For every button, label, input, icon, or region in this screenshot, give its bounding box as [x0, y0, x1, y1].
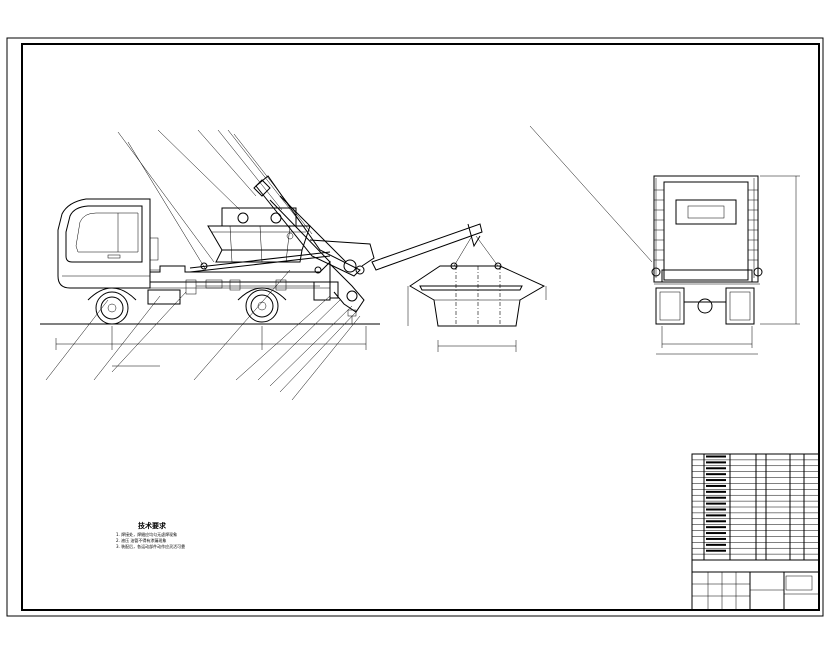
- parts-list-entry-mark: [706, 496, 726, 499]
- rear-wheel: [245, 289, 279, 323]
- parts-list-entry-mark: [706, 484, 726, 487]
- parts-list-entry-mark: [706, 479, 726, 482]
- truck-chassis: [149, 260, 331, 283]
- parts-list-entry-mark: [706, 508, 726, 511]
- skip-container-view: [371, 223, 547, 352]
- title-block: [691, 453, 820, 611]
- parts-list-entry-mark: [706, 514, 726, 517]
- note-line-2: 2. 液压 油管不得有渗漏现象: [116, 537, 166, 543]
- skip-container-loaded: [207, 225, 311, 251]
- parts-list-entry-mark: [706, 543, 726, 546]
- truck-rear-view: [529, 125, 800, 355]
- notes-title: 技术要求: [138, 521, 167, 530]
- parts-list-entry-mark: [706, 461, 726, 464]
- skip-body: [409, 265, 546, 327]
- parts-list-entry-mark: [706, 532, 726, 535]
- note-line-3: 3. 装配后，各运动部件动作应灵活可靠: [116, 543, 185, 549]
- parts-list-entry-mark: [706, 467, 726, 470]
- outer-border: [6, 37, 824, 617]
- parts-list-entry-mark: [706, 473, 726, 476]
- parts-list-entry-mark: [706, 537, 726, 540]
- parts-list-entry-mark: [706, 455, 726, 458]
- rear-body: [653, 175, 759, 283]
- lifting-arm: [255, 175, 361, 277]
- rear-wheel-right: [725, 287, 755, 325]
- technical-notes: 技术要求 1. 焊接处，焊缝应均匀无虚焊现象 2. 液压 油管不得有渗漏现象 3…: [116, 521, 185, 549]
- parts-list-entry-mark: [706, 520, 726, 523]
- parts-list-entry-mark: [706, 502, 726, 505]
- rear-wheel-left: [655, 287, 685, 325]
- truck-side-view: [40, 129, 380, 401]
- parts-list-entry-mark: [706, 549, 726, 552]
- parts-list-entry-mark: [706, 490, 726, 493]
- note-line-1: 1. 焊接处，焊缝应均匀无虚焊现象: [116, 531, 177, 537]
- parts-list-entry-mark: [706, 526, 726, 529]
- inner-frame: [21, 43, 820, 611]
